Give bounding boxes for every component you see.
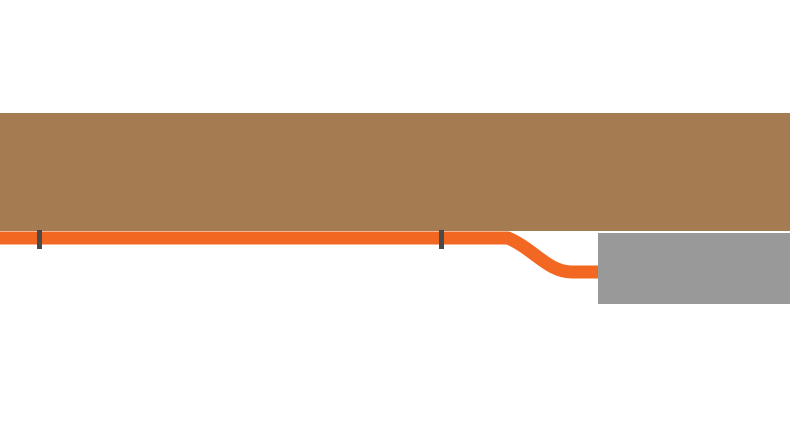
cable-clip-1 (37, 230, 42, 249)
orange-cable (0, 231, 600, 279)
cable-clip-2 (439, 230, 444, 249)
gray-box (598, 233, 790, 304)
wood-beam (0, 113, 790, 231)
